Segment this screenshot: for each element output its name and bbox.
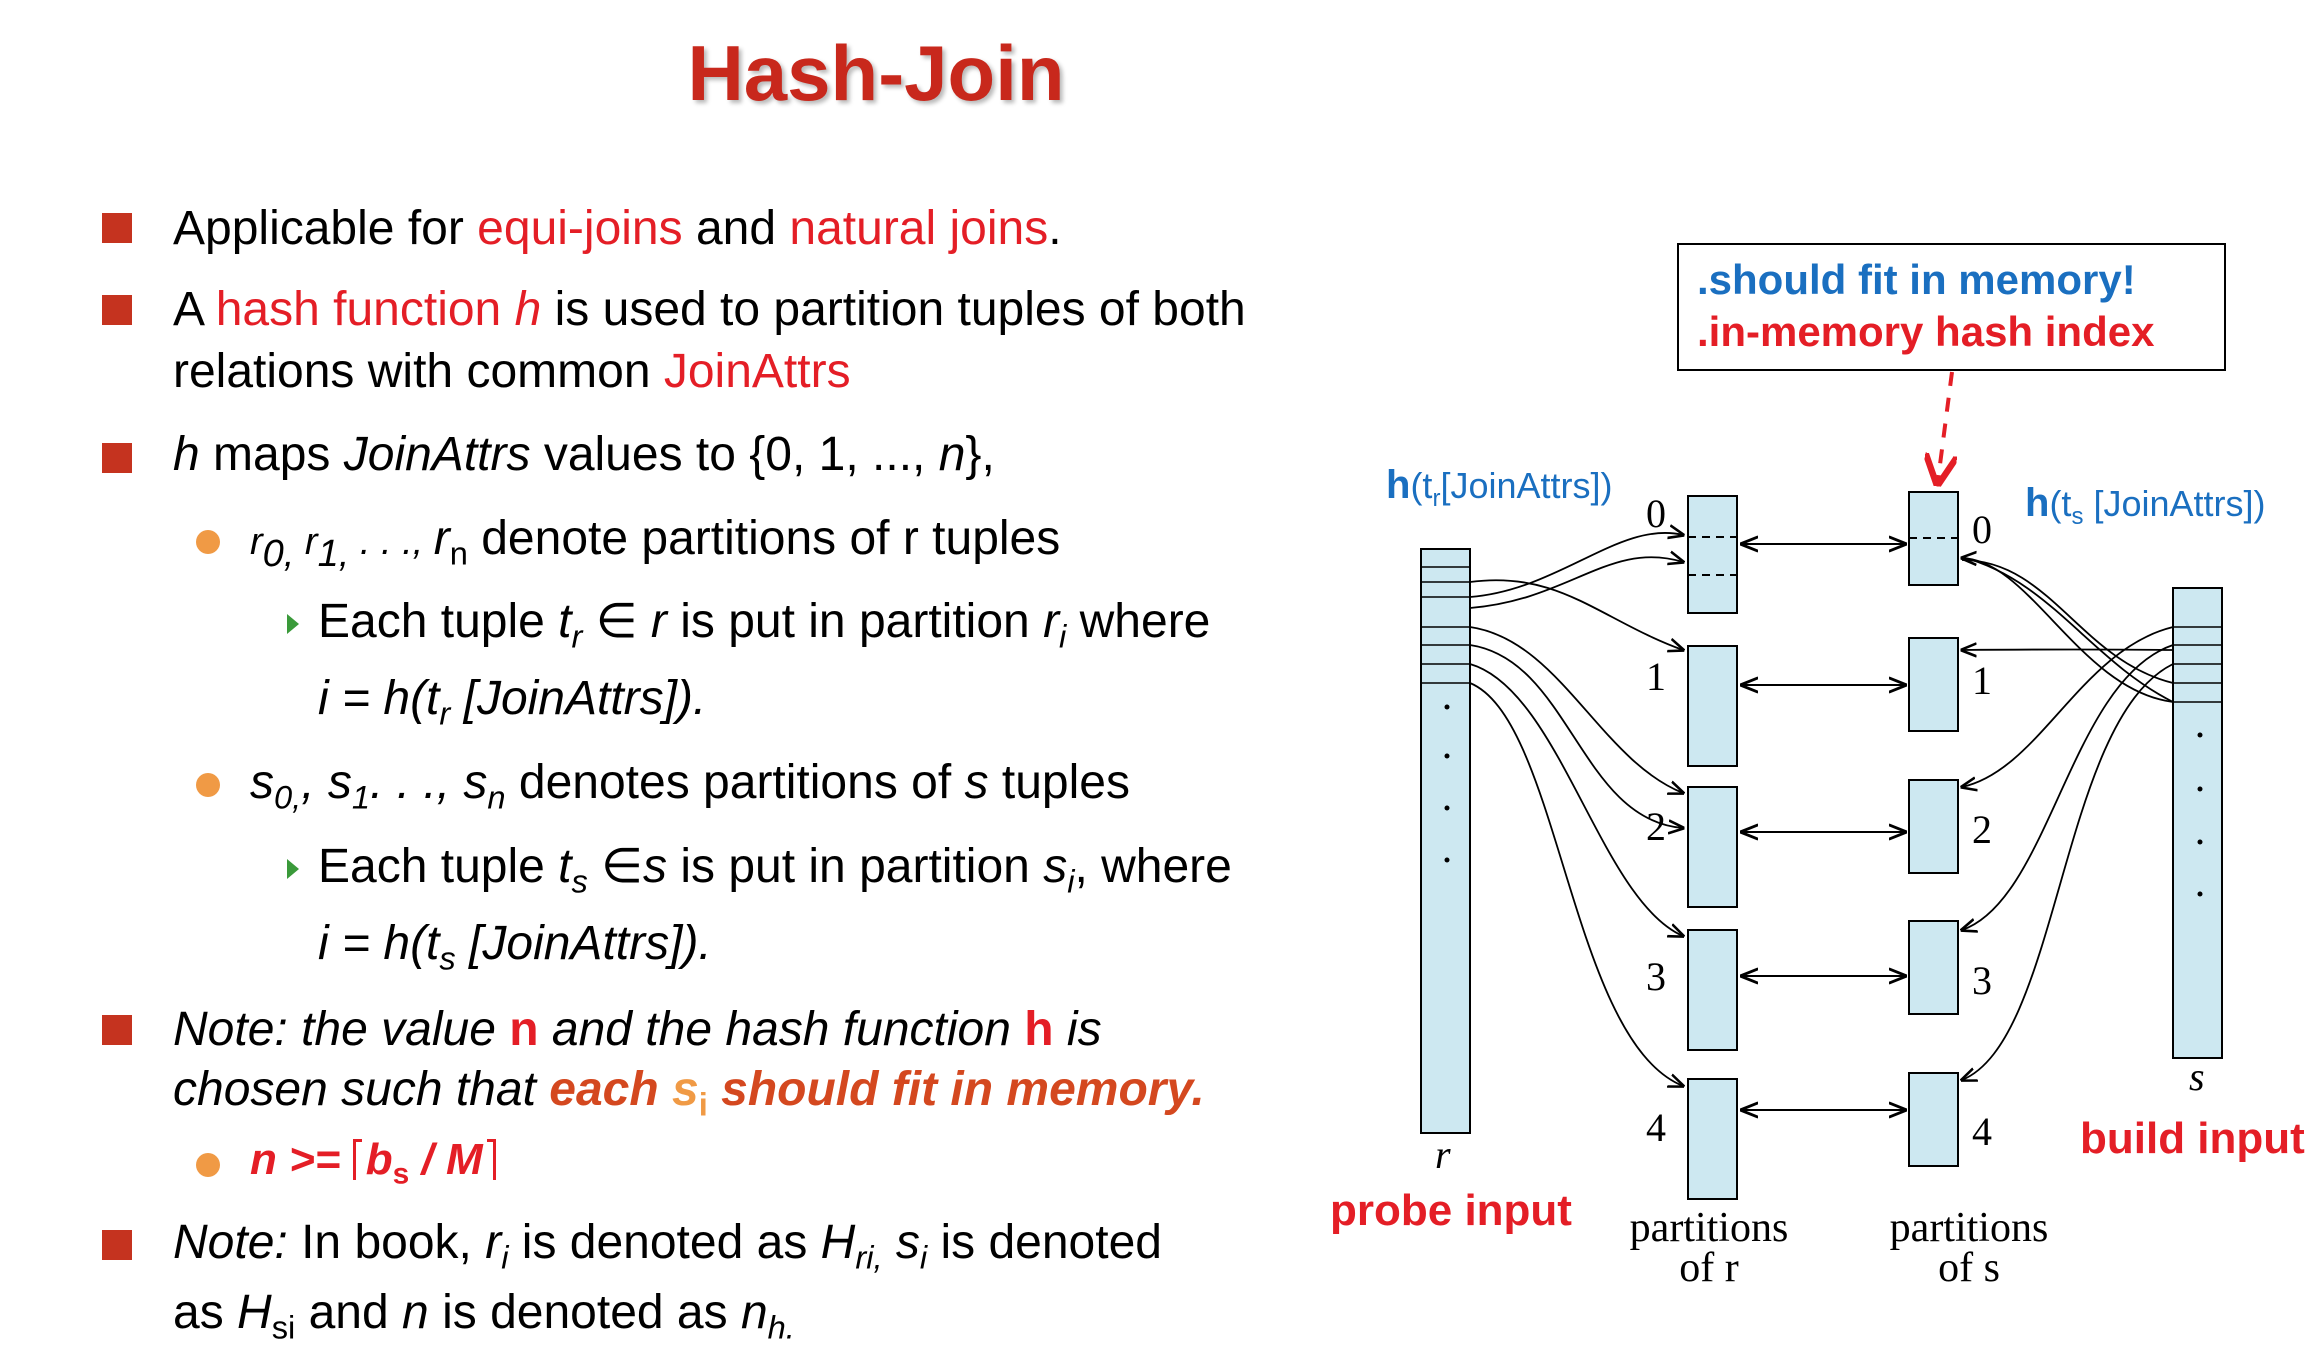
partition-s-1 <box>1908 637 1959 732</box>
tertiary-arrow-icon <box>287 614 299 634</box>
bullet-note-book: Note: In book, ri is denoted as Hri, si … <box>173 1216 1162 1276</box>
partitions-s-line1: partitions <box>1890 1205 2049 1251</box>
bullet-square <box>102 1015 132 1045</box>
callout-box <box>1677 243 2226 371</box>
partition-s-2 <box>1908 779 1959 874</box>
ceil-left-icon <box>352 1139 362 1180</box>
callout-pointer-arrow <box>1938 371 1952 480</box>
bullet-hash-function-line2: relations with common JoinAttrs <box>173 345 851 398</box>
ceil-right-icon <box>486 1139 496 1180</box>
probe-input-label: probe input <box>1330 1186 1572 1235</box>
relation-r-bar <box>1420 548 1471 1134</box>
sub-bullet-dot <box>196 530 220 554</box>
callout-line1: .should fit in memory! <box>1697 256 2136 303</box>
bullet-square <box>102 213 132 243</box>
partition-r-1 <box>1687 645 1738 767</box>
tertiary-each-tuple-s-line2: i = h(ts [JoinAttrs]). <box>318 917 712 977</box>
bullet-hash-function: A hash function h is used to partition t… <box>173 283 1246 336</box>
relation-s-label: s <box>2189 1054 2205 1099</box>
partition-num-r-0: 0 <box>1646 491 1666 536</box>
partition-num-s-3: 3 <box>1972 958 1992 1003</box>
partition-s-3 <box>1908 920 1959 1015</box>
sub-bullet-dot <box>196 1153 220 1177</box>
partition-r-3 <box>1687 929 1738 1051</box>
sub-bullet-s-partitions: s0,, s1. . ., sn denotes partitions of s… <box>250 756 1130 816</box>
partitions-s-line2: of s <box>1938 1245 2000 1291</box>
partitions-r-line1: partitions <box>1630 1205 1789 1251</box>
tertiary-each-tuple-s: Each tuple ts ∈s is put in partition si,… <box>318 840 1232 900</box>
tertiary-arrow-icon <box>287 859 299 879</box>
bullet-note-book-line2: as Hsi and n is denoted as nh. <box>173 1286 795 1346</box>
partition-r-0 <box>1687 495 1738 614</box>
bullet-square <box>102 1230 132 1260</box>
tertiary-each-tuple-r-line2: i = h(tr [JoinAttrs]). <box>318 672 707 732</box>
partition-num-r-3: 3 <box>1646 954 1666 999</box>
build-input-label: build input <box>2080 1114 2305 1163</box>
sub-bullet-r-partitions: r0, r1, . . ., rn denote partitions of r… <box>250 512 1061 576</box>
h-tr-label: h(tr[JoinAttrs]) <box>1386 463 1612 512</box>
bullet-h-maps: h maps JoinAttrs values to {0, 1, ..., n… <box>173 428 995 481</box>
bullet-note-value: Note: the value n and the hash function … <box>173 1003 1102 1056</box>
partition-num-r-2: 2 <box>1646 804 1666 849</box>
bullet-note-value-line2: chosen such that each si should fit in m… <box>173 1063 1205 1123</box>
partition-num-r-4: 4 <box>1646 1105 1666 1150</box>
tertiary-each-tuple-r: Each tuple tr ∈ r is put in partition ri… <box>318 595 1211 655</box>
partition-num-s-0: 0 <box>1972 507 1992 552</box>
bullet-applicable: Applicable for equi-joins and natural jo… <box>173 202 1062 255</box>
partition-num-r-1: 1 <box>1646 654 1666 699</box>
partitions-r-line2: of r <box>1679 1245 1738 1291</box>
relation-r-label: r <box>1435 1132 1451 1177</box>
slide-title: Hash-Join <box>687 29 1065 117</box>
sub-bullet-n-formula: n >= bs / M <box>250 1138 496 1189</box>
h-ts-label: h(ts [JoinAttrs]) <box>2025 481 2265 530</box>
bullet-square <box>102 295 132 325</box>
partition-r-2 <box>1687 786 1738 908</box>
partition-s-4 <box>1908 1072 1959 1167</box>
bullet-square <box>102 443 132 473</box>
relation-s-bar <box>2172 587 2223 1059</box>
partition-r-4 <box>1687 1078 1738 1200</box>
partition-num-s-1: 1 <box>1972 658 1992 703</box>
sub-bullet-dot <box>196 773 220 797</box>
callout-line2: .in-memory hash index <box>1697 308 2155 355</box>
partition-num-s-2: 2 <box>1972 807 1992 852</box>
partition-num-s-4: 4 <box>1972 1109 1992 1154</box>
